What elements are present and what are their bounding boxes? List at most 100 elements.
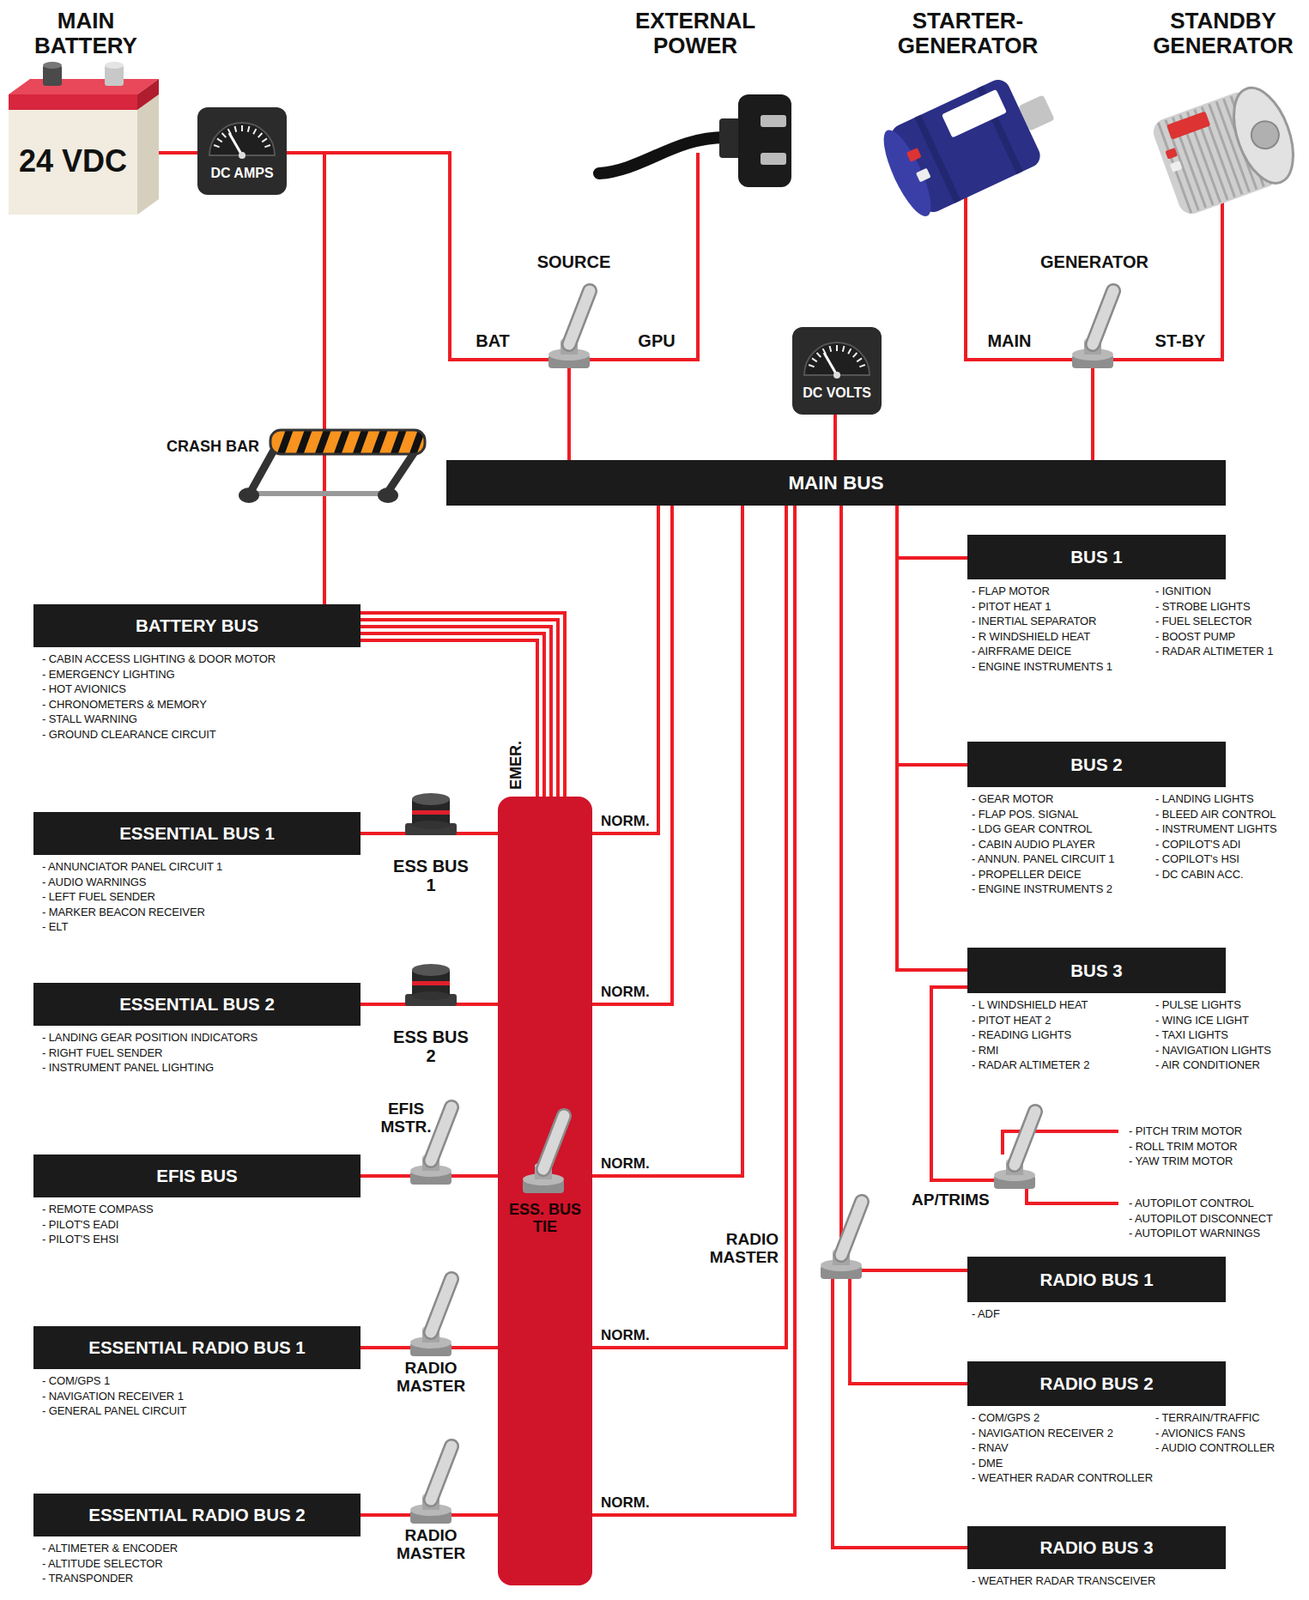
- component-label: RADIO MASTER: [387, 1359, 474, 1396]
- component-label: RADIO MASTER: [387, 1527, 474, 1564]
- load-item: - EMERGENCY LIGHTING: [42, 666, 176, 683]
- wire: [286, 152, 325, 425]
- drawing-part: [137, 78, 159, 110]
- load-item: - CHRONOMETERS & MEMORY: [42, 696, 207, 713]
- drawing-part: [8, 78, 159, 95]
- load-item: - COPILOT's HSI: [1155, 851, 1240, 867]
- crash-bar: CRASH BAR: [163, 424, 430, 516]
- drawing-part: [241, 125, 243, 132]
- wire: [896, 505, 968, 970]
- component-label: BAT: [471, 331, 515, 351]
- bus-title: MAIN BUS: [446, 460, 1226, 506]
- drawing-part: [213, 145, 220, 147]
- bus-title: RADIO BUS 3: [967, 1526, 1226, 1570]
- wire: [473, 1347, 498, 1349]
- wire-path: [896, 505, 968, 558]
- bus-title: BUS 1: [967, 534, 1226, 580]
- component-label: RADIO MASTER: [699, 1230, 779, 1267]
- drawing-part: [42, 61, 62, 69]
- component-label: EFIS MSTR.: [377, 1100, 435, 1137]
- wire-path: [1210, 218, 1223, 360]
- wire: [470, 1004, 498, 1006]
- wire: [360, 1515, 388, 1516]
- load-item: - DC CABIN ACC.: [1155, 866, 1244, 883]
- wire: [965, 218, 979, 360]
- drawing-part: [209, 122, 275, 156]
- load-item: - TERRAIN/TRAFFIC: [1155, 1410, 1261, 1426]
- wire: [473, 1515, 498, 1516]
- component-label: ESS BUS 1: [391, 856, 471, 895]
- switch-position: NORM.: [599, 812, 652, 831]
- drawing-part: [906, 147, 922, 163]
- load-item: - NAVIGATION LIGHTS: [1155, 1042, 1272, 1059]
- load-item: - GENERAL PANEL CIRCUIT: [42, 1403, 187, 1419]
- wire-path: [360, 626, 552, 797]
- drawing-part: [261, 138, 267, 142]
- drawing-part: [430, 1107, 452, 1161]
- load-item: - RADAR ALTIMETER 1: [1155, 643, 1273, 660]
- bus-title: RADIO BUS 2: [967, 1361, 1226, 1406]
- load-item: - L WINDSHIELD HEAT: [971, 997, 1088, 1013]
- tie-switch: ESS. BUS TIE: [502, 1105, 588, 1252]
- bus-title: ESSENTIAL RADIO BUS 2: [33, 1493, 361, 1537]
- wire-path: [567, 381, 571, 461]
- load-item: - AUTOPILOT CONTROL: [1128, 1195, 1255, 1212]
- bus-title: BATTERY BUS: [33, 604, 361, 648]
- drawing-part: [856, 357, 862, 362]
- drawing-part: [8, 94, 138, 110]
- drawing-part: [833, 371, 841, 379]
- bus-bar: EFIS BUS- REMOTE COMPASS- PILOT'S EADI- …: [33, 1154, 361, 1198]
- bus-bar: ESSENTIAL BUS 1- ANNUNCIATOR PANEL CIRCU…: [33, 812, 361, 855]
- drawing-part: [830, 345, 832, 352]
- load-item: - AUDIO CONTROLLER: [1155, 1440, 1275, 1456]
- battery: MAIN BATTERY24 VDC: [8, 8, 164, 217]
- drawing-part: [543, 1115, 564, 1170]
- icon: [197, 107, 287, 195]
- load-item: - LDG GEAR CONTROL: [971, 821, 1093, 837]
- load-item: - TRANSPONDER: [42, 1570, 134, 1587]
- wire-path: [839, 505, 843, 1178]
- bus-title: ESSENTIAL BUS 2: [33, 982, 361, 1026]
- wire: [592, 505, 743, 1176]
- toggle-switch: RADIO MASTER: [387, 1437, 474, 1567]
- bus-title: EFIS BUS: [33, 1154, 361, 1198]
- load-item: - INERTIAL SEPARATOR: [971, 613, 1097, 630]
- bus-title: ESSENTIAL BUS 1: [33, 812, 361, 855]
- icon: [699, 1177, 872, 1285]
- wire: [1092, 381, 1094, 461]
- load-item: - ANNUN. PANEL CIRCUIT 1: [971, 851, 1115, 867]
- bus-bar: RADIO BUS 1- ADF: [967, 1256, 1226, 1303]
- switch-position: NORM.: [599, 1327, 652, 1345]
- drawing-part: [248, 490, 388, 497]
- drawing-part: [412, 820, 450, 830]
- load-item: - INSTRUMENT PANEL LIGHTING: [42, 1060, 214, 1076]
- load-item: - CABIN AUDIO PLAYER: [971, 836, 1096, 853]
- component-label: DC VOLTS: [792, 385, 882, 401]
- load-item: - COPILOT'S ADI: [1155, 836, 1241, 853]
- bus-bar: ESSENTIAL RADIO BUS 2- ALTIMETER & ENCOD…: [33, 1493, 361, 1537]
- wire: [360, 833, 392, 835]
- wire: [360, 612, 565, 797]
- wire: [360, 1347, 388, 1349]
- load-item: - RADAR ALTIMETER 2: [971, 1057, 1090, 1073]
- drawing-part: [412, 963, 450, 976]
- drawing-part: [848, 348, 851, 354]
- switch-position: NORM.: [599, 1155, 652, 1173]
- wire: [1210, 218, 1223, 360]
- drawing-part: [430, 1446, 452, 1500]
- toggle-switch: RADIO MASTER: [699, 1177, 872, 1285]
- wire-path: [592, 505, 743, 1176]
- bus-tie-bar: EMER.ESS. BUS TIE: [497, 796, 593, 1586]
- load-item: - REMOTE COMPASS: [42, 1201, 154, 1218]
- wire-path: [965, 218, 979, 360]
- wire-path: [896, 505, 968, 765]
- wire: [679, 197, 698, 360]
- drawing-part: [1092, 290, 1114, 345]
- drawing-part: [599, 137, 726, 174]
- load-item: - AIR CONDITIONER: [1155, 1057, 1261, 1073]
- component-label: EMER.: [508, 740, 526, 790]
- load-item: - ALTIMETER & ENCODER: [42, 1540, 178, 1557]
- drawing-part: [270, 430, 425, 455]
- load-item: - INSTRUMENT LIGHTS: [1155, 821, 1278, 837]
- generator-switch: GENERATORMAINST-BY: [978, 248, 1211, 382]
